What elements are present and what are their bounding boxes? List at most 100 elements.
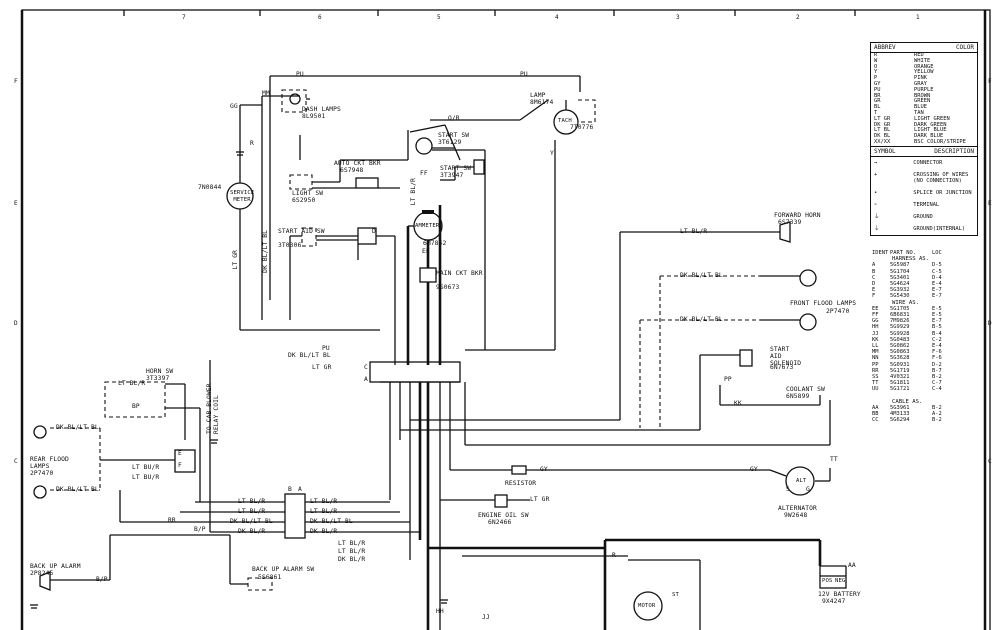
loc: C-7 xyxy=(932,380,942,387)
wire-label-o-r: O/R xyxy=(448,115,460,122)
ident-code: UU xyxy=(872,386,879,393)
legend-symbol-row: ∘TERMINAL xyxy=(871,199,977,211)
loc-header: LOC xyxy=(932,250,942,256)
ident-code: F xyxy=(872,293,876,300)
wire-label-rc-4: DK BL/R xyxy=(310,528,338,535)
legend-abbrev: LT BL xyxy=(874,127,891,134)
back-up-alarm-label: BACK UP ALARM xyxy=(30,563,81,570)
ident-code: D xyxy=(872,281,876,288)
row-label-left-f: F xyxy=(14,78,18,85)
part-no: 5G0863 xyxy=(890,349,910,356)
ground-symbols xyxy=(30,151,448,609)
legend-color-name: BLUE xyxy=(914,104,927,111)
battery-pos-label: POS xyxy=(822,578,833,584)
ident-code: JJ xyxy=(872,330,879,337)
col-label-1: 1 xyxy=(916,14,920,21)
legend-abbrev: PU xyxy=(874,86,881,93)
main-ckt-bkr-label: MAIN CKT BKR xyxy=(436,270,483,277)
coolant-sw-part: 6N5899 xyxy=(786,393,810,400)
connector-symbol-icon: → xyxy=(874,159,878,166)
alternator-symbol-label: ALT xyxy=(796,478,807,484)
connector-a2-label: A xyxy=(298,486,302,493)
start-sw-2-label: START SW xyxy=(440,165,472,172)
wire-label-tt: TT xyxy=(830,456,838,463)
legend-color-name: GREEN xyxy=(914,98,931,105)
loc: A-2 xyxy=(932,411,942,418)
legend-abbrev: DK GR xyxy=(874,121,891,128)
wire-label-jj: JJ xyxy=(482,614,490,621)
row-label-right-c: C xyxy=(988,458,992,465)
crossing-wires-symbol-icon: + xyxy=(874,171,878,178)
dash-lamps-label: DASH LAMPS xyxy=(302,106,341,113)
battery-part: 9X4247 xyxy=(822,598,846,605)
connector-a-label: A xyxy=(364,376,368,383)
cable-title: CABLE AS. xyxy=(892,398,923,405)
wire-label-center-pu: PU xyxy=(322,345,330,352)
ident-code: GG xyxy=(872,318,879,325)
connector-c-label: C xyxy=(364,364,368,371)
ground-internal-symbol-icon: ⏚ xyxy=(874,225,880,232)
battery-neg-label: NEG xyxy=(835,578,846,584)
row-label-left-c: C xyxy=(14,458,18,465)
legend-symbol-row: +CROSSING OF WIRES (NO CONNECTION) xyxy=(871,169,977,187)
coolant-sw-label: COOLANT SW xyxy=(786,386,825,393)
front-flood-lamps-part: 2P7470 xyxy=(826,308,850,315)
start-aid-solenoid-symbol xyxy=(739,349,753,367)
battery-label: 12V BATTERY xyxy=(818,591,861,598)
motor-symbol xyxy=(633,591,663,621)
wire-label-rc-3: DK BL/LT BL xyxy=(310,518,353,525)
rear-flood-lamp-1 xyxy=(33,425,47,439)
rear-flood-lamps-label: REAR FLOOD LAMPS xyxy=(30,456,69,470)
alternator-part: 9W2648 xyxy=(784,512,808,519)
part-no-header: PART NO. xyxy=(890,250,916,256)
splice-symbol-icon: • xyxy=(874,189,878,196)
tach-label: TACH xyxy=(558,118,572,124)
horn-sw-part: 3T3397 xyxy=(146,375,170,382)
forward-horn-label: FORWARD HORN xyxy=(774,212,821,219)
part-no: 5G6294 xyxy=(890,417,910,424)
wire-label-front-flood-2: DK BL/LT BL xyxy=(680,316,723,323)
part-no: 5G1721 xyxy=(890,386,910,393)
part-no: 4M3133 xyxy=(890,411,910,418)
wire-label-lt-bu-r-2: LT BU/R xyxy=(132,474,160,481)
legend-symbol-desc: SPLICE OR JUNCTION xyxy=(913,189,972,196)
legend-color-name: PURPLE xyxy=(914,86,934,93)
drawing-border xyxy=(21,9,991,630)
loc: B-4 xyxy=(932,330,942,337)
ident-code: E xyxy=(872,287,876,294)
wire-label-ee: EE xyxy=(422,248,430,255)
alt-g-label: G xyxy=(806,486,810,493)
legend-color-name: BROWN xyxy=(914,92,931,99)
row-label-left-e: E xyxy=(14,200,18,207)
wire-label-r: R xyxy=(250,140,254,147)
part-no: 6B6831 xyxy=(890,312,910,319)
connector-d-label: D xyxy=(372,228,376,235)
wire-label-pu-right: PU xyxy=(520,71,528,78)
legend-symbol-row: ⏚GROUND(INTERNAL) xyxy=(871,223,977,235)
wire-title: WIRE AS. xyxy=(892,299,919,306)
wire-label-rear-flood-2: DK BL/LT BL xyxy=(56,486,99,493)
wire-label-dk-bl-r-low: DK BL/R xyxy=(338,556,366,563)
ident-code: PP xyxy=(872,361,879,368)
legend-abbrev: GR xyxy=(874,98,881,105)
legend-abbrev: GY xyxy=(874,80,881,87)
rear-flood-lamp-2 xyxy=(33,485,47,499)
legend-symbol-desc: GROUND xyxy=(913,213,933,220)
wire-label-lt-bl-r-low: LT BL/R xyxy=(338,540,366,547)
legend-symbol-list: →CONNECTOR+CROSSING OF WIRES (NO CONNECT… xyxy=(871,157,977,235)
wire-label-rr: RR xyxy=(168,517,176,524)
legend-abbrev: T xyxy=(874,109,878,116)
col-label-3: 3 xyxy=(676,14,680,21)
wire-label-ff: FF xyxy=(420,170,428,177)
wire-label-gy: GY xyxy=(540,466,548,473)
motor-label: MOTOR xyxy=(638,603,656,609)
